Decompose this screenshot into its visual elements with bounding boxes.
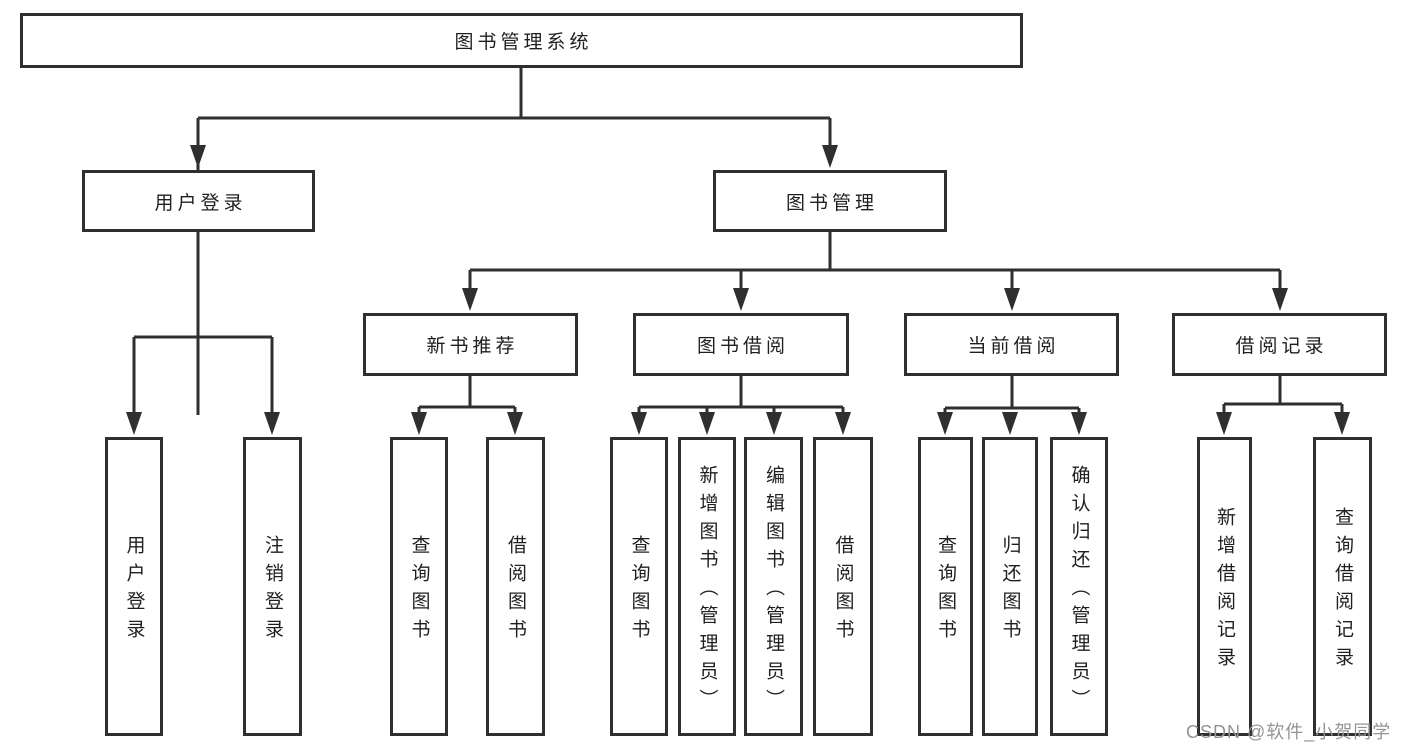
- arrow-down-icon: [835, 412, 851, 435]
- arrow-down-icon: [699, 412, 715, 435]
- edges-new-book-branch: [411, 376, 523, 435]
- leaf-borrow-borrow: 借阅图书: [813, 437, 873, 736]
- arrow-down-icon: [937, 412, 953, 435]
- leaf-borrow-edit: 编辑图书（管理员）: [744, 437, 803, 736]
- leaf-current-confirm: 确认归还（管理员）: [1050, 437, 1108, 736]
- edges-user-login-branch: [126, 232, 280, 435]
- leaf-newbook-query: 查询图书: [390, 437, 448, 736]
- leaf-current-return: 归还图书: [982, 437, 1038, 736]
- node-user-login: 用户登录: [82, 170, 315, 232]
- arrow-down-icon: [631, 412, 647, 435]
- node-borrow-record: 借阅记录: [1172, 313, 1387, 376]
- leaf-borrow-add: 新增图书（管理员）: [678, 437, 736, 736]
- node-new-book-rec: 新书推荐: [363, 313, 578, 376]
- arrow-down-icon: [1334, 412, 1350, 435]
- edges-book-borrow-branch: [631, 376, 851, 435]
- edges-borrow-record-branch: [1216, 376, 1350, 435]
- arrow-down-icon: [411, 412, 427, 435]
- arrow-down-icon: [1004, 288, 1020, 311]
- edge-line: [943, 376, 1081, 415]
- leaf-borrow-query: 查询图书: [610, 437, 668, 736]
- arrow-down-icon: [1071, 412, 1087, 435]
- edge-line: [132, 232, 274, 415]
- node-root-system: 图书管理系统: [20, 13, 1023, 68]
- arrow-down-icon: [1272, 288, 1288, 311]
- node-book-borrow: 图书借阅: [633, 313, 849, 376]
- leaf-current-query: 查询图书: [918, 437, 973, 736]
- edge-line: [1222, 376, 1344, 415]
- arrow-down-icon: [733, 288, 749, 311]
- arrow-down-icon: [507, 412, 523, 435]
- arrow-down-icon: [126, 412, 142, 435]
- arrow-down-icon: [264, 412, 280, 435]
- csdn-watermark: CSDN @软件_小贺同学: [1186, 722, 1392, 742]
- leaf-user-login: 用户登录: [105, 437, 163, 736]
- edge-line: [417, 376, 517, 415]
- arrow-down-icon: [1216, 412, 1232, 435]
- arrow-down-icon: [822, 145, 838, 168]
- leaf-newbook-borrow: 借阅图书: [486, 437, 545, 736]
- arrow-down-icon: [766, 412, 782, 435]
- leaf-record-query: 查询借阅记录: [1313, 437, 1372, 736]
- edge-line: [637, 376, 845, 415]
- node-book-mgmt: 图书管理: [713, 170, 947, 232]
- arrow-down-icon: [1002, 412, 1018, 435]
- leaf-logout: 注销登录: [243, 437, 302, 736]
- arrow-down-icon: [462, 288, 478, 311]
- edges-current-borrow-branch: [937, 376, 1087, 435]
- arrow-down-icon: [190, 145, 206, 168]
- edge-line: [468, 232, 1282, 292]
- edges-book-mgmt-branch: [462, 232, 1288, 311]
- node-current-borrow: 当前借阅: [904, 313, 1119, 376]
- leaf-record-add: 新增借阅记录: [1197, 437, 1252, 736]
